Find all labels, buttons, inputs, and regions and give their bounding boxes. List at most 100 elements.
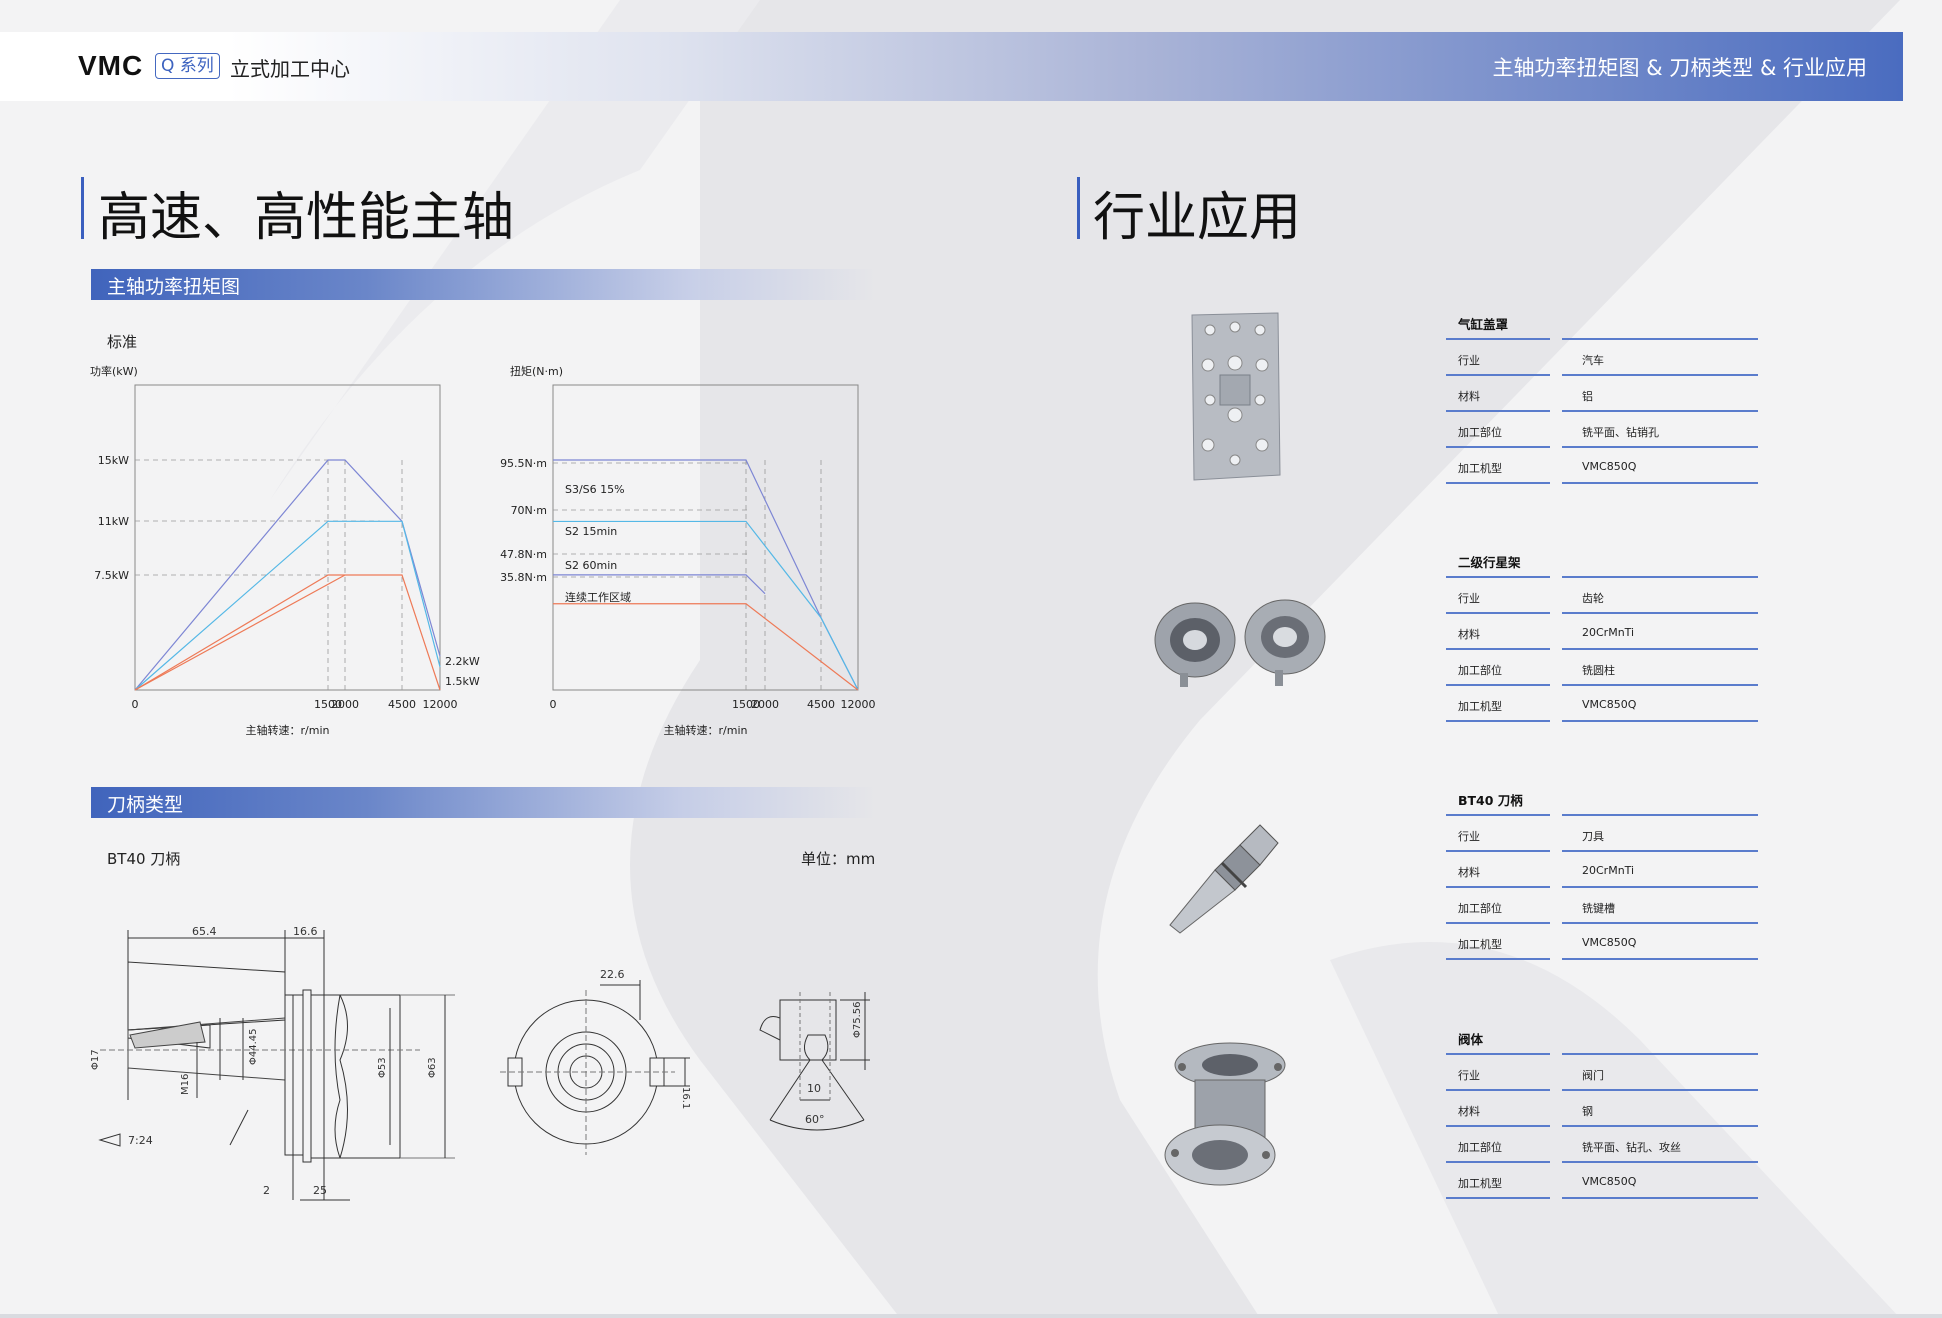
chart-frame bbox=[134, 384, 441, 691]
spec-key: 材料 bbox=[1458, 390, 1480, 403]
spec-key: 行业 bbox=[1458, 592, 1480, 605]
spec-value: 齿轮 bbox=[1582, 592, 1604, 605]
heading-accent-bar-right bbox=[1077, 177, 1080, 239]
series-badge: Q 系列 bbox=[155, 53, 220, 79]
front-view bbox=[500, 980, 690, 1155]
spec-value: 铣平面、钻销孔 bbox=[1582, 426, 1659, 439]
spec-key: 加工部位 bbox=[1458, 902, 1502, 915]
section-title-power-torque: 主轴功率扭矩图 bbox=[107, 276, 241, 298]
y-tick-label: 7.5kW bbox=[94, 569, 129, 582]
x-tick-label: 1500 bbox=[732, 698, 760, 711]
spec-key: 材料 bbox=[1458, 1105, 1480, 1118]
x-tick-label: 12000 bbox=[841, 698, 876, 711]
spec-value: 20CrMnTi bbox=[1582, 864, 1635, 877]
spec-row: 行业 刀具 bbox=[1446, 816, 1758, 852]
y-tick-label: 11kW bbox=[98, 515, 129, 528]
spec-row: 加工部位 铣平面、钻孔、攻丝 bbox=[1446, 1127, 1758, 1163]
spec-key: 加工部位 bbox=[1458, 1141, 1502, 1154]
spec-key: 行业 bbox=[1458, 1069, 1480, 1082]
spec-value: 铣平面、钻孔、攻丝 bbox=[1582, 1141, 1681, 1154]
spec-value: VMC850Q bbox=[1582, 936, 1637, 949]
series-label: S2 15min bbox=[565, 525, 617, 538]
end-label: 2.2kW bbox=[445, 655, 480, 668]
spec-key: 加工机型 bbox=[1458, 1177, 1502, 1190]
dim-phi-75: Φ75.56 bbox=[852, 1002, 863, 1039]
tool-holder-drawing: 65.4 16.6 Φ17 Φ44.45 M16 Φ53 Φ63 7:24 2 … bbox=[90, 925, 870, 1201]
spec-row: 行业 汽车 bbox=[1446, 340, 1758, 376]
spec-row: 材料钢 bbox=[1446, 1091, 1758, 1127]
x-tick-label: 4500 bbox=[807, 698, 835, 711]
spec-key: 加工部位 bbox=[1458, 426, 1502, 439]
spec-value: 阀门 bbox=[1582, 1069, 1604, 1082]
y-tick-label: 70N·m bbox=[511, 504, 547, 517]
side-view bbox=[98, 930, 455, 1201]
tool-holder-image bbox=[1169, 824, 1279, 934]
dim-phi-44: Φ44.45 bbox=[248, 1029, 259, 1066]
series-line bbox=[134, 520, 441, 691]
y-tick-label: 35.8N·m bbox=[500, 571, 547, 584]
application-title: 二级行星架 bbox=[1458, 555, 1521, 570]
application-title: 阀体 bbox=[1458, 1032, 1484, 1047]
x-tick-label: 1500 bbox=[314, 698, 342, 711]
application-title: BT40 刀柄 bbox=[1458, 793, 1523, 808]
spec-value: VMC850Q bbox=[1582, 460, 1637, 473]
spec-value: 铝 bbox=[1582, 390, 1593, 403]
series-line bbox=[553, 603, 859, 691]
section-bar-power-torque: 主轴功率扭矩图 bbox=[91, 269, 876, 300]
standard-label: 标准 bbox=[107, 333, 138, 351]
dim-16-6: 16.6 bbox=[293, 925, 318, 938]
y-tick-label: 47.8N·m bbox=[500, 548, 547, 561]
application-title: 气缸盖罩 bbox=[1458, 317, 1509, 332]
series-label: 连续工作区域 bbox=[565, 590, 631, 604]
brand-logo: VMC bbox=[78, 50, 144, 81]
y-tick-label: 95.5N·m bbox=[500, 457, 547, 470]
torque-chart: 扭矩(N·m) 95.5N·m 70N·m 47.8N·m 35.8N·m 0 150020… bbox=[500, 364, 876, 737]
spec-value: 铣键槽 bbox=[1582, 902, 1615, 915]
bottom-rule bbox=[0, 1314, 1942, 1318]
dim-10: 10 bbox=[807, 1082, 821, 1095]
x-tick-label: 0 bbox=[550, 698, 557, 711]
holder-label: BT40 刀柄 bbox=[107, 850, 181, 868]
dim-taper: 7:24 bbox=[128, 1134, 153, 1147]
unit-label: 单位：mm bbox=[801, 850, 876, 868]
spec-row: 加工机型 VMC850Q bbox=[1446, 1163, 1758, 1199]
series-line bbox=[553, 574, 766, 595]
header-right-title: 主轴功率扭矩图 & 刀柄类型 & 行业应用 bbox=[1492, 56, 1867, 80]
spec-value: 刀具 bbox=[1582, 830, 1604, 843]
chart-ylabel: 扭矩(N·m) bbox=[510, 364, 563, 378]
spec-row: 加工部位 铣平面、钻销孔 bbox=[1446, 412, 1758, 448]
dim-22-6: 22.6 bbox=[600, 968, 625, 981]
valve-body-image bbox=[1164, 1042, 1286, 1186]
x-tick-label: 4500 bbox=[388, 698, 416, 711]
series-line bbox=[134, 459, 441, 691]
spec-value: 铣圆柱 bbox=[1582, 664, 1615, 677]
dim-16-1: 16.1 bbox=[680, 1087, 691, 1109]
spec-key: 行业 bbox=[1458, 354, 1480, 367]
cylinder-cover-image bbox=[1191, 312, 1281, 481]
header-bar bbox=[0, 32, 1903, 101]
section-title-tool-holder: 刀柄类型 bbox=[107, 794, 184, 816]
header-subtitle: 立式加工中心 bbox=[230, 57, 350, 81]
spec-key: 材料 bbox=[1458, 866, 1480, 879]
chart-frame bbox=[552, 384, 859, 691]
page-title-industry: 行业应用 bbox=[1093, 188, 1302, 248]
dim-phi-63: Φ63 bbox=[427, 1057, 438, 1078]
dim-65-4: 65.4 bbox=[192, 925, 217, 938]
spec-row: 加工部位铣圆柱 bbox=[1446, 650, 1758, 686]
dim-2: 2 bbox=[263, 1184, 270, 1197]
chart-xlabel: 主轴转速：r/min bbox=[246, 723, 330, 737]
spec-key: 加工机型 bbox=[1458, 700, 1502, 713]
dim-phi-17: Φ17 bbox=[90, 1049, 101, 1070]
spec-row: 行业 阀门 bbox=[1446, 1055, 1758, 1091]
x-tick-label: 2000 bbox=[751, 698, 779, 711]
y-tick-label: 15kW bbox=[98, 454, 129, 467]
spec-value: 汽车 bbox=[1582, 354, 1604, 367]
series-label: S2 60min bbox=[565, 559, 617, 572]
spec-value: VMC850Q bbox=[1582, 1175, 1637, 1188]
chart-xlabel: 主轴转速：r/min bbox=[664, 723, 748, 737]
spec-key: 行业 bbox=[1458, 830, 1480, 843]
